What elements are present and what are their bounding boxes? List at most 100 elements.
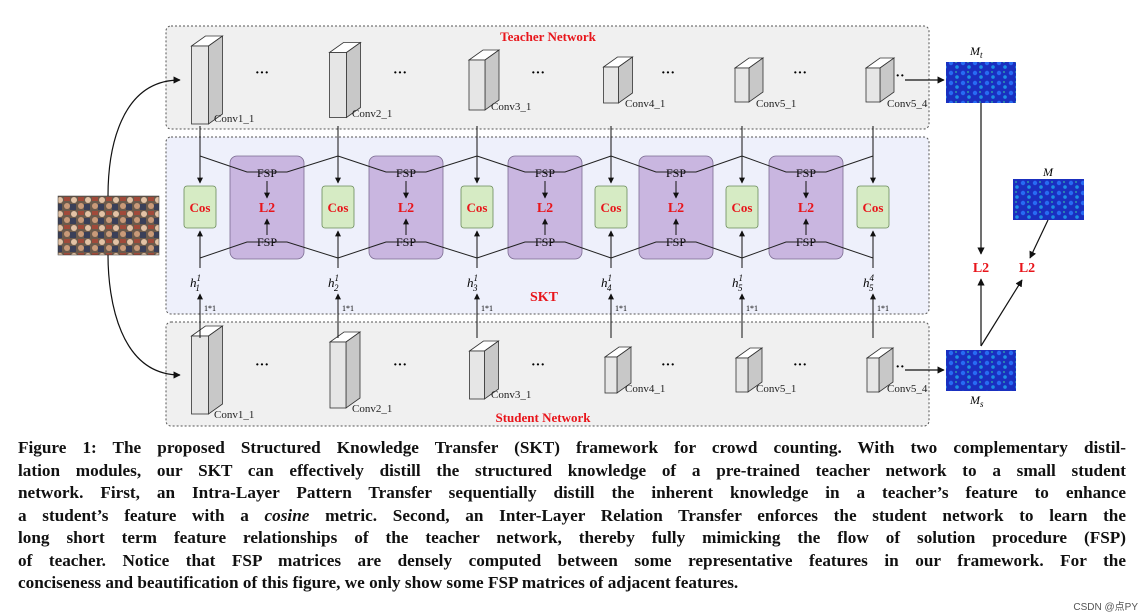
student-ellipsis-2: ··· [393,358,407,373]
teacher-layer-block-5-front [734,67,750,103]
teacher-layer-block-1 [190,35,224,125]
caption-line-5: long short term feature relationships of… [18,528,1126,547]
student-map-to-l2-gt-arrow [980,279,1023,347]
fsp-teacher-links-4 [610,155,743,173]
student-short-ellipsis: ·· [895,360,904,375]
cos-label: Cos [863,200,884,215]
student-layer-block-6-front [866,357,880,393]
hint-feature-base: h [601,275,608,290]
cos-module-box [321,185,355,229]
hint-feature-sub: 5 [869,283,874,293]
teacher-conv-label-3: Conv3_1 [491,101,531,113]
hint-feature-sup: 1 [197,273,201,283]
figure-caption: Figure 1: The proposed Structured Knowle… [18,437,1126,595]
hint-feature-sup: 4 [870,273,875,283]
teacher-short-ellipsis: ·· [895,69,904,84]
teacher-ellipsis-1: ··· [255,66,269,81]
hint-feature-sub: 3 [472,283,478,293]
teacher-map-label: M [969,44,981,58]
student-layer-block-1-side [208,325,223,415]
caption-cosine: cosine [264,505,310,525]
caption-line-3: network. First, an Intra-Layer Pattern T… [18,483,1126,502]
cos-label: Cos [467,200,488,215]
cos-label: Cos [328,200,349,215]
fsp-l2-label: L2 [537,201,553,216]
fsp-student-links-1 [199,241,339,259]
student-layer-block-4-front [604,356,618,394]
student-ellipsis-4: ··· [661,358,675,373]
fsp-student-links-2 [337,241,478,259]
fsp-l2-label: L2 [259,201,275,216]
hint-feature-base: h [190,275,197,290]
teacher-map-subscript: t [980,50,983,60]
fsp-teacher-label: FSP [796,166,816,180]
teacher-conv-label-2: Conv2_1 [352,108,392,120]
fsp-module-box [229,155,305,260]
cos-label: Cos [190,200,211,215]
hint-feature-sub: 1 [195,283,200,293]
teacher-conv-label-5: Conv5_1 [756,98,796,110]
hint-feature-sup: 1 [335,273,340,283]
teacher-ellipsis-4: ··· [661,66,675,81]
conv1x1-label: 1*1 [481,304,493,313]
teacher-conv-label-4: Conv4_1 [625,98,665,110]
hint-feature-base: h [732,275,739,290]
student-conv-label-5: Conv5_1 [756,383,796,395]
teacher-layer-block-3-front [468,59,486,111]
student-ellipsis-3: ··· [531,358,545,373]
student-conv-label-2: Conv2_1 [352,403,392,415]
caption-line-4: a student’s feature with a cosine metric… [18,505,1126,528]
student-layer-block-5 [734,347,764,393]
teacher-ellipsis-3: ··· [531,66,545,81]
student-layer-block-2-side [345,331,361,409]
teacher-layer-block-3 [467,49,501,111]
fsp-teacher-links-1 [199,155,339,173]
cos-module-box [594,185,628,229]
hint-feature-sup: 1 [474,273,479,283]
svg-text:Ms: Ms [969,393,984,409]
student-network-panel: Student Network [165,321,930,427]
teacher-layer-block-2 [328,41,362,119]
teacher-layer-block-1-side [208,35,223,125]
fsp-l2-label: L2 [798,201,814,216]
teacher-layer-block-2-side [346,41,361,119]
skt-label: SKT [530,290,559,305]
cos-label: Cos [601,200,622,215]
fsp-module-box [507,155,583,260]
student-conv-label-6: Conv5_4 [887,383,928,395]
conv1x1-label: 1*1 [342,304,354,313]
fsp-module-box [768,155,844,260]
hint-feature-sup: 1 [739,273,744,283]
student-layer-block-2 [328,331,362,409]
hint-feature-sup: 1 [608,273,613,283]
conv1x1-label: 1*1 [204,304,216,313]
student-map-label: M [969,393,981,407]
fsp-teacher-links-5 [741,155,874,173]
student-density-map: Ms [946,350,1016,409]
student-conv-label-1: Conv1_1 [214,409,254,421]
student-ellipsis-5: ··· [793,358,807,373]
fsp-module-box [638,155,714,260]
teacher-ellipsis-5: ··· [793,66,807,81]
caption-line-6: of teacher. Notice that FSP matrices are… [18,550,1126,570]
teacher-layer-block-6-front [865,67,881,103]
fsp-teacher-label: FSP [666,166,686,180]
conv1x1-label: 1*1 [746,304,758,313]
skt-framework-diagram: Teacher Network SKT Student Network Conv… [57,25,1084,427]
student-layer-block-1 [190,325,224,415]
teacher-layer-block-5 [733,57,765,103]
watermark: CSDN @点PY [1073,602,1138,613]
input-to-teacher-arrow [107,76,181,197]
input-crowd-image [57,195,160,256]
ground-truth-density-map: M [1013,165,1084,220]
teacher-layer-block-4-front [603,66,619,104]
fsp-teacher-links-3 [476,155,612,173]
